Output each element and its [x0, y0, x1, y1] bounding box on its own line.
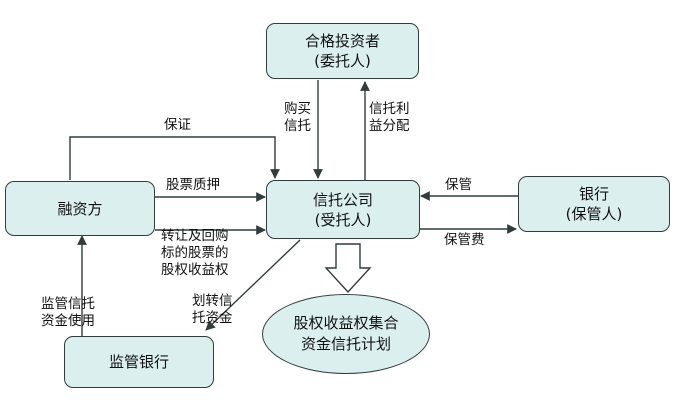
label-buy-trust: 购买 信托	[284, 101, 311, 134]
label-supervise-funds: 监管信托 资金使用	[41, 296, 95, 329]
trust-company-name: 信托公司	[312, 190, 373, 209]
arrow-forms-plan	[324, 243, 372, 294]
bank-name: 银行	[578, 185, 609, 203]
label-trust-profit: 信托利 益分配	[369, 101, 410, 134]
arrow-guarantee	[69, 136, 280, 180]
label-transfer-funds: 划转信 托资金	[192, 293, 233, 326]
bank-role: (保管人)	[565, 205, 623, 223]
financer-box: 融资方	[5, 181, 155, 236]
investor-box: 合格投资者 (委托人)	[266, 23, 419, 79]
supervisor-bank-box: 监管银行	[64, 336, 214, 388]
bank-box: 银行 (保管人)	[518, 176, 670, 232]
financer-name: 融资方	[57, 199, 103, 218]
trust-plan-ellipse: 股权收益权集合 资金信托计划	[262, 294, 430, 374]
trust-company-box: 信托公司 (受托人)	[266, 180, 420, 239]
arrow-transfer-funds	[205, 239, 301, 331]
trust-company-role: (受托人)	[314, 210, 372, 229]
investor-name: 合格投资者	[304, 32, 380, 50]
trust-plan-line2: 资金信托计划	[300, 335, 391, 353]
label-custody: 保管	[445, 177, 472, 193]
trust-plan-line1: 股权收益权集合	[293, 314, 399, 332]
label-stock-pledge: 股票质押	[166, 177, 220, 193]
label-transfer-buyback: 转让及回购 标的股票的 股权收益权	[161, 228, 229, 278]
label-guarantee: 保证	[164, 117, 191, 133]
supervisor-bank-name: 监管银行	[108, 353, 169, 371]
label-custody-fee: 保管费	[444, 232, 485, 248]
investor-role: (委托人)	[314, 52, 371, 70]
